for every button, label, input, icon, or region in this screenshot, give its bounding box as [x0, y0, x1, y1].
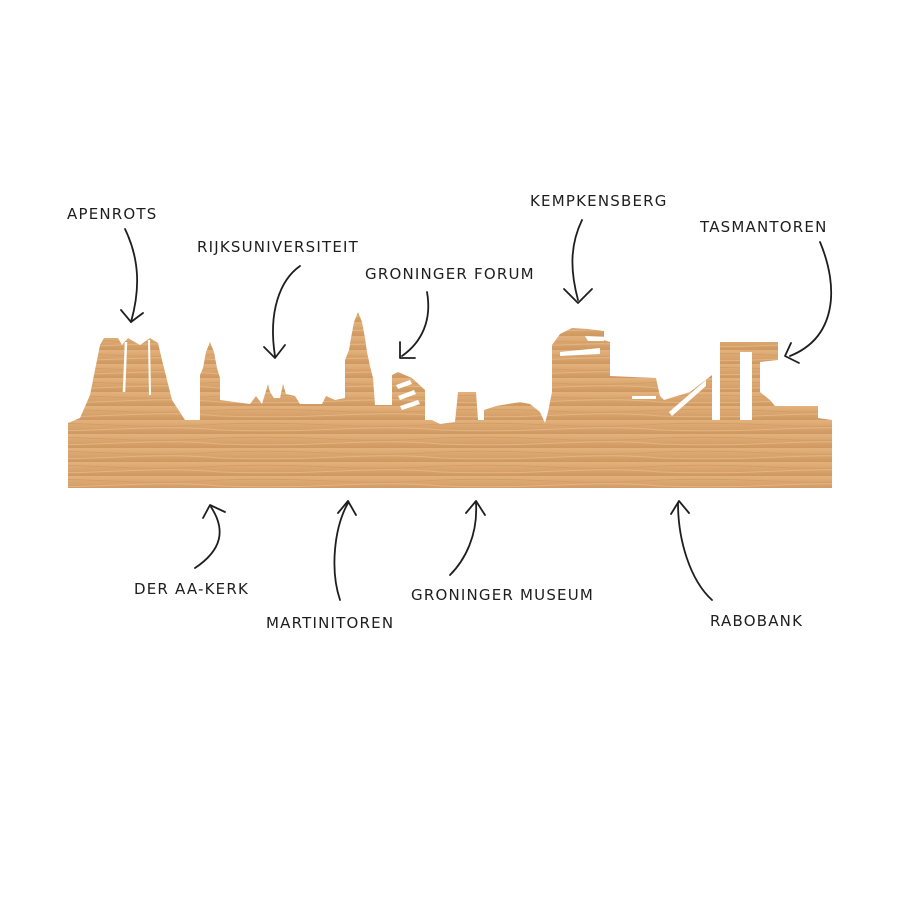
- arrow-apenrots: [120, 228, 144, 323]
- arrow-kempkensberg: [563, 219, 593, 304]
- label-der-aa-kerk: DER AA-KERK: [134, 580, 250, 598]
- arrow-tasmantoren: [784, 241, 833, 364]
- label-tasmantoren: TASMANTOREN: [700, 218, 828, 236]
- label-rabobank: RABOBANK: [710, 612, 804, 630]
- label-martinitoren: MARTINITOREN: [266, 614, 395, 632]
- arrow-der-aa-kerk: [194, 504, 226, 569]
- label-apenrots: APENROTS: [67, 205, 158, 223]
- arrow-rijksuniversiteit: [263, 265, 301, 359]
- arrow-martinitoren: [333, 500, 357, 601]
- skyline-silhouette: [68, 312, 832, 488]
- label-rijksuniversiteit: RIJKSUNIVERSITEIT: [197, 238, 359, 256]
- arrow-rabobank: [670, 500, 713, 601]
- arrow-groninger-museum: [449, 500, 486, 576]
- label-groninger-forum: GRONINGER FORUM: [365, 265, 535, 283]
- label-groninger-museum: GRONINGER MUSEUM: [411, 586, 595, 604]
- arrow-groninger-forum: [399, 291, 430, 359]
- label-kempkensberg: KEMPKENSBERG: [530, 192, 668, 210]
- wooden-skyline: [68, 312, 832, 488]
